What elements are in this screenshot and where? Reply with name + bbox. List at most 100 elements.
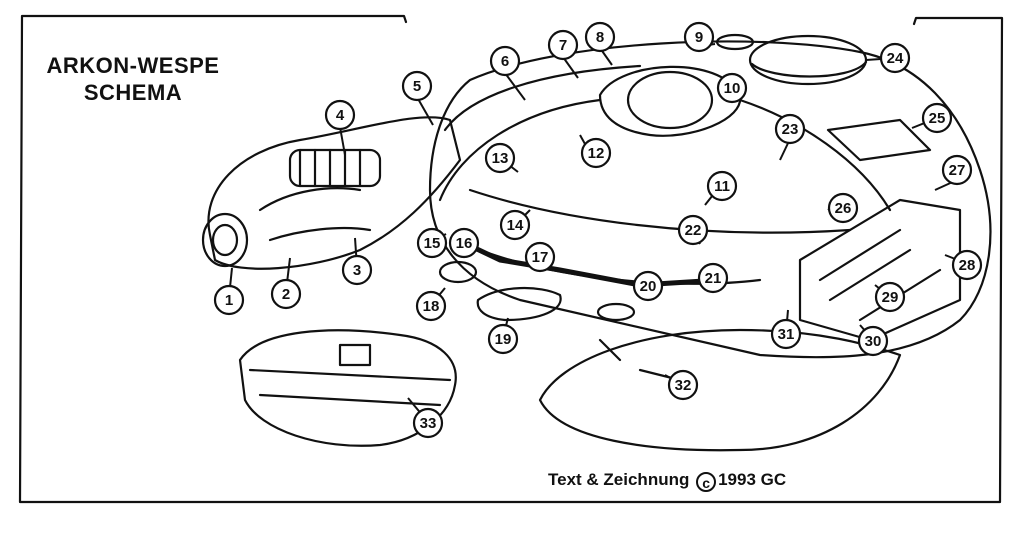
callout-21: 21 [697,262,729,294]
callout-circle [921,102,953,134]
callout-circle [584,21,616,53]
callout-circle [484,142,516,174]
dish-lower [596,302,636,322]
callout-number: 26 [835,200,852,217]
callout-number: 20 [640,278,657,295]
callout-number: 16 [456,235,473,252]
callout-number: 25 [929,110,946,127]
nose-nacelle [207,116,462,270]
callout-number: 7 [559,37,567,54]
callout-32: 32 [667,369,699,401]
callout-circle [667,369,699,401]
callout-11: 11 [706,170,738,202]
callout-circle [941,154,973,186]
callout-number: 10 [724,80,741,97]
callout-circle [524,241,556,273]
shuttle-33 [238,329,457,447]
callout-12: 12 [580,137,612,169]
callout-number: 22 [685,222,702,239]
callout-2: 2 [270,278,302,310]
nose-tip [201,212,249,268]
callout-number: 1 [225,292,233,309]
callout-7: 7 [547,29,579,61]
interior-dome-left [438,98,602,202]
callout-14: 14 [499,209,531,241]
callout-29: 29 [874,281,906,313]
callout-17: 17 [524,241,556,273]
callout-circle [716,72,748,104]
credit-prefix: Text & Zeichnung [548,470,690,489]
callout-31: 31 [770,318,802,350]
callout-number: 5 [413,78,421,95]
callout-19: 19 [487,323,519,355]
callout-22: 22 [677,214,709,246]
callout-number: 2 [282,286,290,303]
callout-circle [487,323,519,355]
callout-3: 3 [341,254,373,286]
callout-circle [857,325,889,357]
callout-20: 20 [632,270,664,302]
callout-27: 27 [941,154,973,186]
cockpit-ring [598,65,742,137]
callout-circle [951,249,983,281]
callout-circle [879,42,911,74]
callout-10: 10 [716,72,748,104]
engine-block [798,198,962,342]
callout-circle [874,281,906,313]
callout-28: 28 [951,249,983,281]
callout-9: 9 [683,21,715,53]
copyright-icon: c [696,472,717,492]
callout-circle [547,29,579,61]
title-line-1: ARKON-WESPE [46,53,220,78]
callout-16: 16 [448,227,480,259]
callout-number: 32 [675,377,692,394]
callout-circle [270,278,302,310]
callout-circle [341,254,373,286]
callout-1: 1 [213,284,245,316]
callout-number: 31 [778,326,795,343]
callout-number: 4 [336,107,345,124]
callout-circle [677,214,709,246]
callout-number: 23 [782,121,799,138]
cockpit-dome [626,70,714,130]
callout-23: 23 [774,113,806,145]
pod-19 [476,287,562,322]
frame-border [18,14,1004,504]
callout-number: 33 [420,415,437,432]
callout-circle [324,99,356,131]
callout-circle [499,209,531,241]
callout-circle [213,284,245,316]
callout-number: 21 [705,270,722,287]
conduit [455,237,723,288]
interior-dome-right [738,98,892,212]
callout-6: 6 [489,45,521,77]
callout-number: 17 [532,249,549,266]
callout-circle [697,262,729,294]
antenna-top [715,33,755,51]
title-line-2: SCHEMA [83,80,183,105]
callout-number: 18 [423,298,440,315]
callout-circle [827,192,859,224]
callout-circle [632,270,664,302]
callout-circle [415,290,447,322]
callout-circle [448,227,480,259]
callout-5: 5 [401,70,433,102]
callout-25: 25 [921,102,953,134]
callout-number: 24 [887,50,904,67]
lower-hull-fin [538,328,902,452]
callout-13: 13 [484,142,516,174]
callout-circle [489,45,521,77]
callout-number: 29 [882,289,899,306]
callout-number: 3 [353,262,361,279]
callout-number: 11 [714,178,730,195]
callout-number: 28 [959,257,976,274]
callout-number: 13 [492,150,509,167]
callout-15: 15 [416,227,448,259]
callout-number: 15 [424,235,441,252]
callout-number: 6 [501,53,509,70]
pod-18 [438,260,478,284]
